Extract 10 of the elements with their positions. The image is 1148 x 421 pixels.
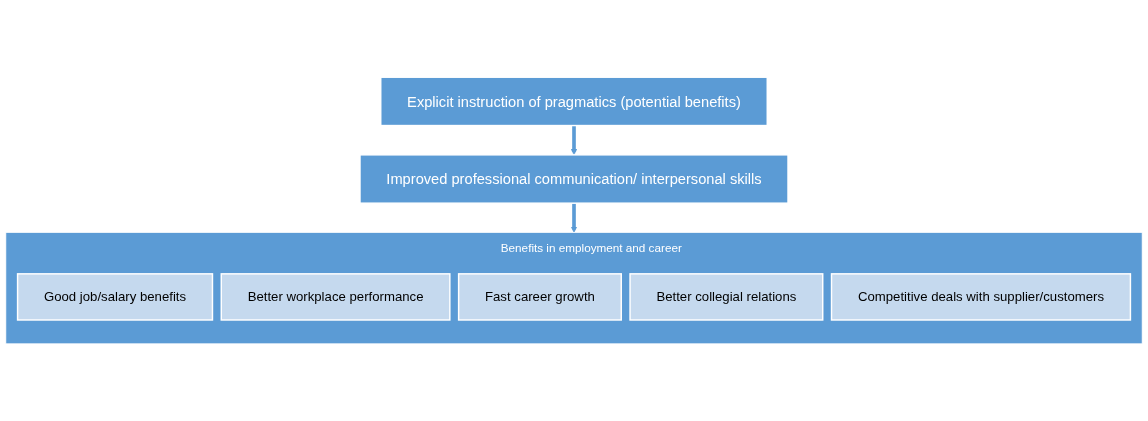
node-box: [830, 273, 1132, 321]
node-box: [629, 273, 824, 321]
node-box: [359, 154, 789, 204]
cluster: [5, 232, 1143, 345]
node-box: [16, 273, 214, 321]
node-box: [220, 273, 451, 321]
arrow: [570, 203, 578, 233]
arrow: [570, 125, 578, 156]
node-box: [457, 273, 622, 321]
node-box: [380, 76, 768, 127]
